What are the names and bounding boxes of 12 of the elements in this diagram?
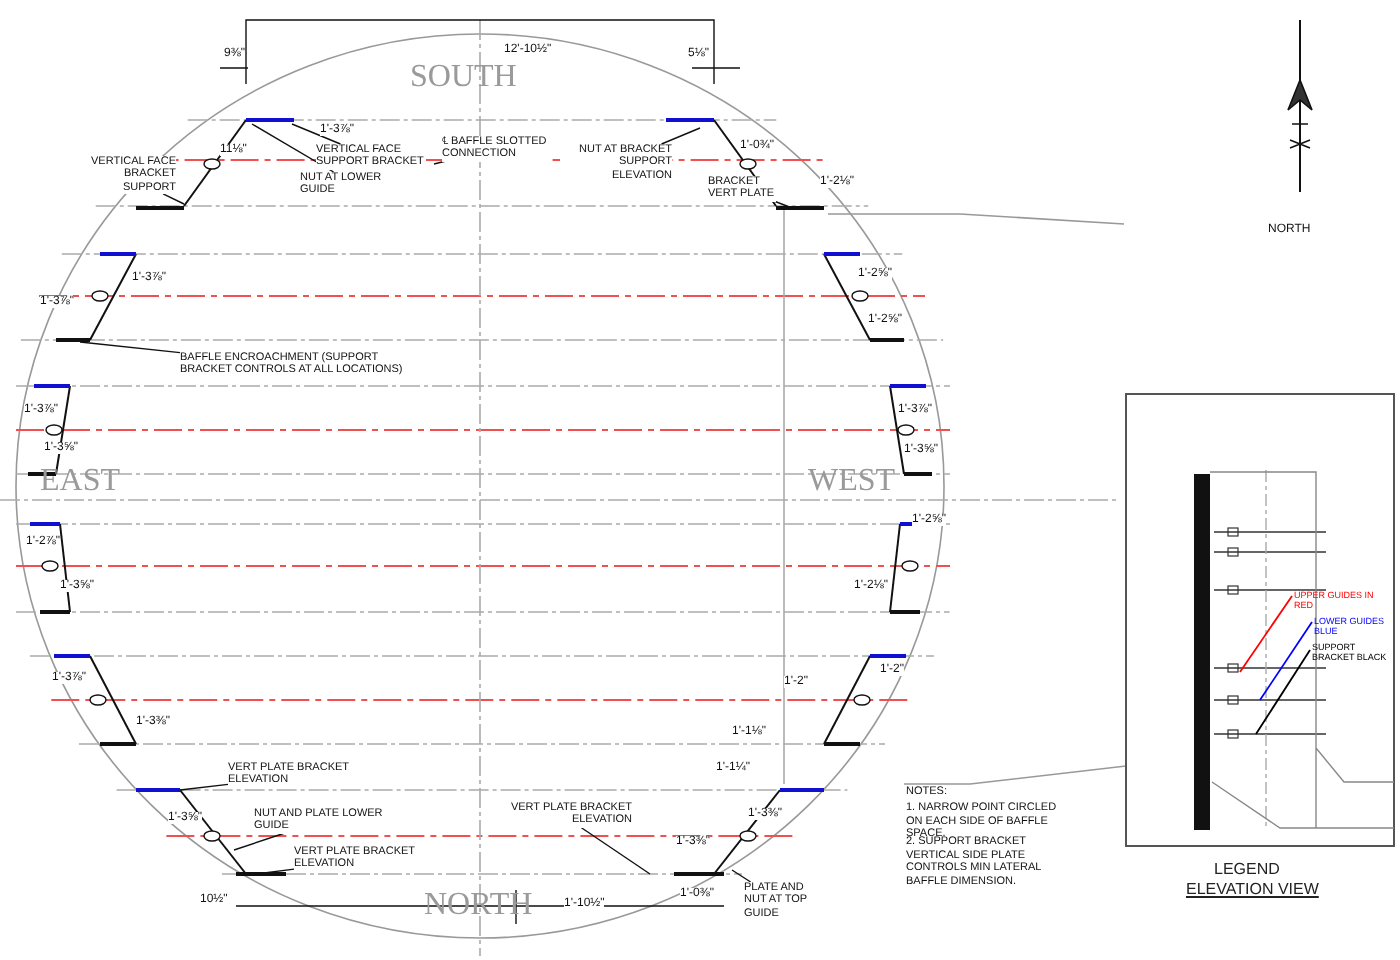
- leader-line: [179, 783, 229, 791]
- leader-line: [731, 869, 752, 883]
- leader-line: [291, 123, 342, 145]
- leader-line: [233, 832, 285, 851]
- direction-label: SOUTH: [410, 60, 517, 96]
- view-title: ELEVATION VIEW: [1186, 880, 1319, 898]
- leader-line: [580, 826, 651, 875]
- legend-title: LEGEND: [1214, 860, 1280, 878]
- leader-line: [162, 193, 185, 205]
- leader-line: [660, 127, 701, 145]
- leader-line: [773, 200, 793, 209]
- leader-line: [79, 341, 181, 354]
